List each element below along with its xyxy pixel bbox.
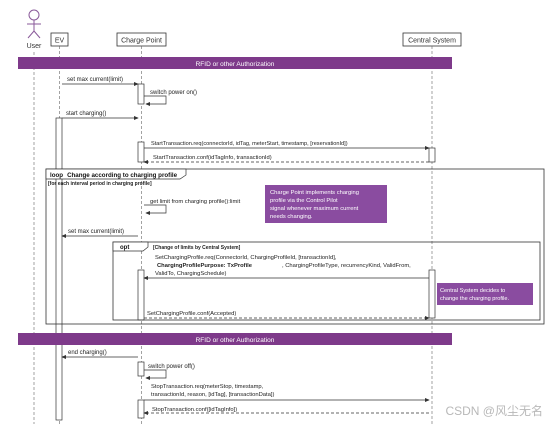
svg-text:switch power on(): switch power on() <box>150 90 197 96</box>
actor-user-label: User <box>27 43 42 50</box>
note-charge-point-text: Charge Point implements charging profile… <box>270 190 361 220</box>
note-central-system-text: Central System decides to change the cha… <box>440 288 509 302</box>
message-start-charging: start charging() <box>62 111 139 121</box>
watermark: CSDN @风尘无名 <box>445 403 543 418</box>
note-central-system: Central System decides to change the cha… <box>437 283 533 305</box>
activation-bars <box>55 83 436 421</box>
banner-auth-1-label: RFID or other Authorization <box>196 61 275 68</box>
svg-text:StartTransaction.req(connector: StartTransaction.req(connectorId, idTag,… <box>151 141 348 147</box>
message-set-charging-profile-req: SetChargingProfile.req(ConnectorId, Char… <box>143 255 429 281</box>
message-switch-power-off: switch power off() <box>144 364 195 381</box>
svg-text:switch power off(): switch power off() <box>148 364 195 370</box>
stop-transaction-req-text: StopTransaction.req(meterStop, timestamp… <box>151 384 274 398</box>
message-end-charging: end charging() <box>61 350 138 360</box>
message-set-max-current-1: set max current(limit) <box>62 77 139 87</box>
banner-auth-2-label: RFID or other Authorization <box>196 337 275 344</box>
participant-ev-label: EV <box>55 38 65 45</box>
message-start-transaction-conf: StartTransaction.conf(idTagInfo, transac… <box>143 155 429 165</box>
svg-text:SetChargingProfile.conf(Accept: SetChargingProfile.conf(Accepted) <box>147 311 236 317</box>
message-stop-transaction-req: StopTransaction.req(meterStop, timestamp… <box>144 384 430 403</box>
svg-text:set max current(limit): set max current(limit) <box>68 229 124 235</box>
fragment-opt: opt [Change of limits by Central System] <box>112 241 541 321</box>
message-start-transaction-req: StartTransaction.req(connectorId, idTag,… <box>144 141 430 151</box>
svg-text:set max current(limit): set max current(limit) <box>67 77 123 83</box>
message-switch-power-on: switch power on() <box>144 90 197 107</box>
lifelines <box>33 46 433 424</box>
participant-ev: EV <box>50 32 69 47</box>
participant-central-system-label: Central System <box>408 38 456 45</box>
participant-charge-point-label: Charge Point <box>121 38 162 45</box>
svg-text:get limit from charging profil: get limit from charging profile():limit <box>150 199 241 205</box>
svg-text:StopTransaction.conf([idTagInf: StopTransaction.conf([idTagInfo]) <box>152 407 237 413</box>
opt-guard: [Change of limits by Central System] <box>153 245 241 251</box>
message-set-max-current-2: set max current(limit) <box>61 229 138 239</box>
participant-central-system: Central System <box>402 32 462 47</box>
actor-user: User <box>27 9 42 50</box>
svg-text:start charging(): start charging() <box>66 111 106 117</box>
message-get-limit: get limit from charging profile():limit <box>144 199 241 216</box>
message-set-charging-profile-conf: SetChargingProfile.conf(Accepted) <box>144 311 430 321</box>
loop-guard: [for each interval period in charging pr… <box>48 181 152 187</box>
opt-label: opt <box>120 245 129 251</box>
banner-auth-1: RFID or other Authorization <box>18 57 452 69</box>
banner-auth-2: RFID or other Authorization <box>18 333 452 345</box>
svg-text:end charging(): end charging() <box>68 350 107 356</box>
svg-text:StartTransaction.conf(idTagInf: StartTransaction.conf(idTagInfo, transac… <box>153 155 272 161</box>
note-charge-point: Charge Point implements charging profile… <box>265 185 387 223</box>
participant-charge-point: Charge Point <box>116 32 167 47</box>
set-charging-profile-req-text: SetChargingProfile.req(ConnectorId, Char… <box>155 255 412 277</box>
message-stop-transaction-conf: StopTransaction.conf([idTagInfo]) <box>143 407 429 416</box>
